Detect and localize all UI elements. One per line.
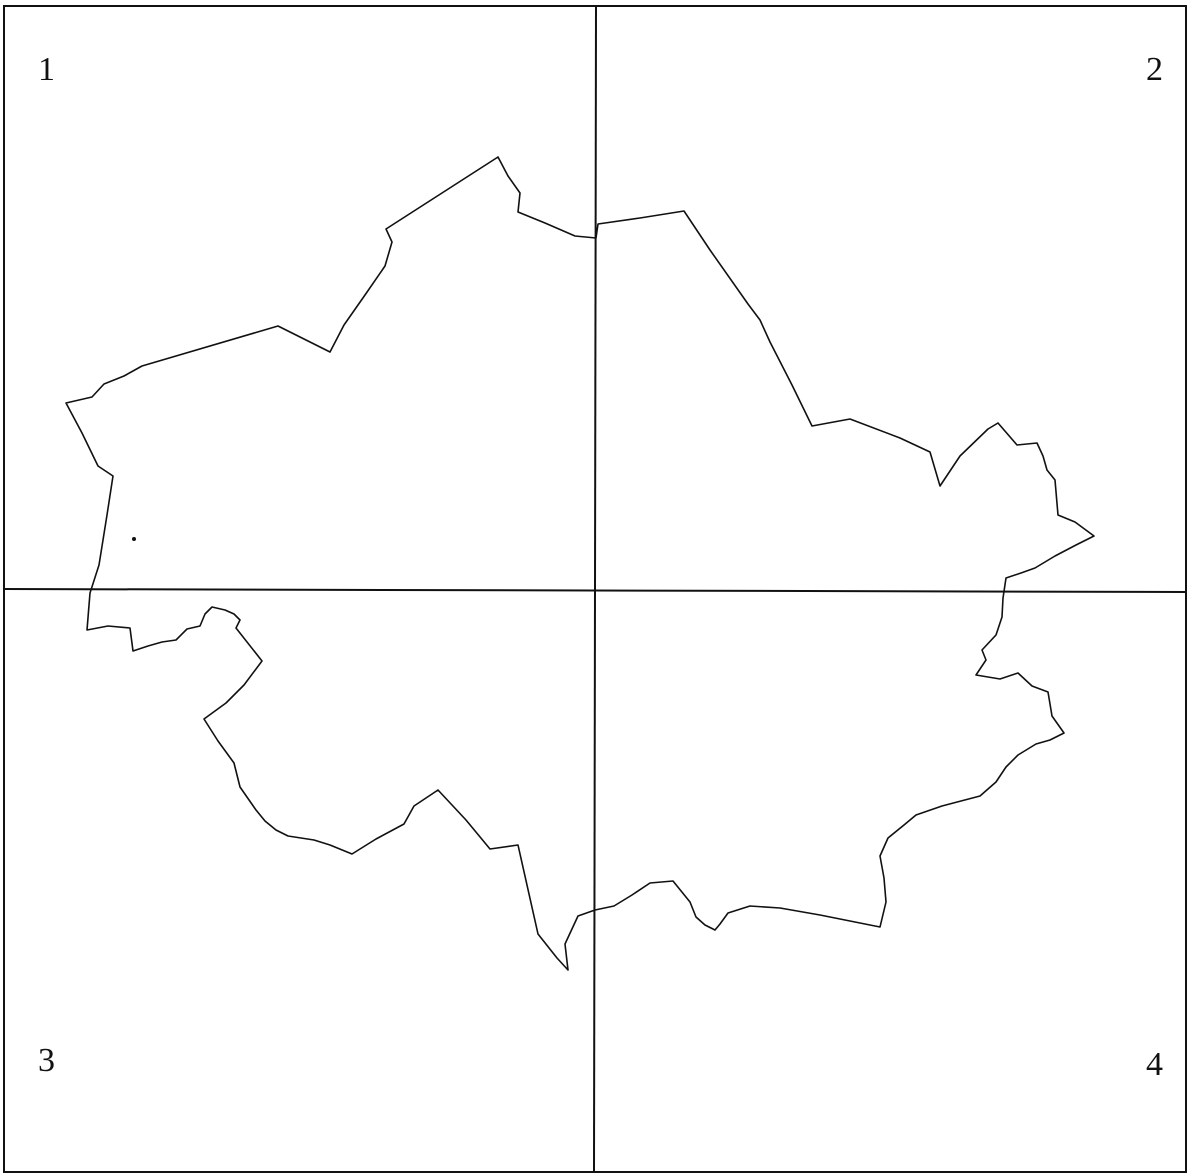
location-dot	[132, 537, 136, 541]
grid-frame	[3, 5, 1187, 1173]
quadrant-label-1: 1	[38, 51, 55, 88]
quadrant-label-3: 3	[38, 1042, 55, 1079]
quadrant-label-2: 2	[1146, 51, 1163, 88]
quadrant-label-4: 4	[1146, 1046, 1163, 1083]
region-boundary	[65, 156, 1095, 971]
vertical-divider	[593, 5, 597, 1173]
horizontal-divider	[3, 588, 1187, 593]
